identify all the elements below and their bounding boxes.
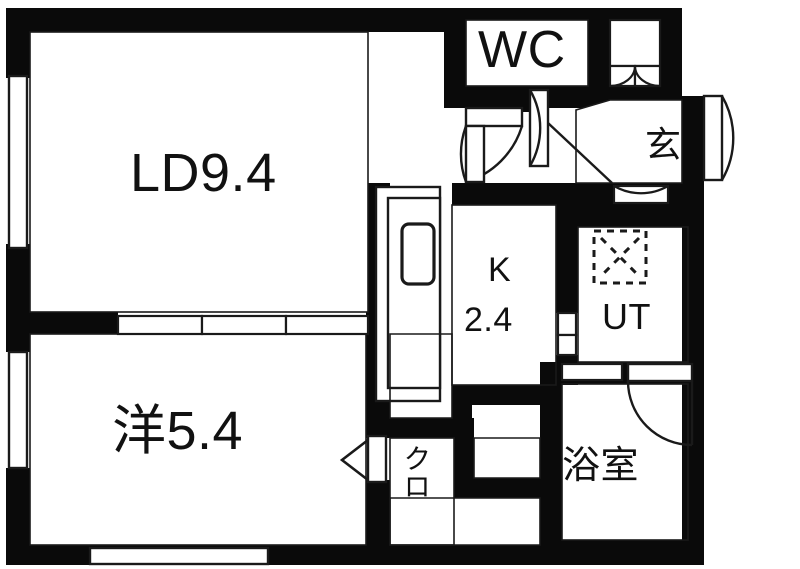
bathroom-door-arc [626,380,693,447]
washing-machine-x2 [599,236,641,278]
sliding-panel-2 [200,314,288,336]
kitchen-ut-opening-upper [556,311,578,337]
wall-wc-left [444,8,466,108]
wall-bottom-corridor [366,545,546,565]
entrance-door-arc [720,95,735,181]
entry-closet-door-right [633,64,662,88]
wall-bath-bottom [540,540,690,562]
wall-entry-closet-bottom [596,86,664,100]
kitchen-interior [451,204,557,386]
wall-wc-bottom [444,86,596,108]
corridor-outline [389,333,453,419]
kitchen-sink [400,222,436,286]
wall-ld-bed-left [6,312,118,334]
room-label-kitchen-area: 2.4 [464,301,513,339]
wall-right-top [660,8,682,100]
room-label-bathroom: 浴室 [562,445,640,487]
washing-machine-x1 [599,236,641,278]
corridor-outline-lower [473,437,541,479]
room-label-western-room: 洋5.4 [112,401,244,461]
fixture-layer [7,18,735,566]
wall-entry-closet-left [596,8,610,20]
room-label-kitchen: K [488,251,512,289]
entry-closet-box [608,18,662,68]
hall-door-leaf [464,106,524,128]
room-label-utility: UT [602,296,651,337]
genkan-outline [575,99,683,184]
wall-closet-top [366,418,474,438]
wall-entrance-left [576,183,616,205]
room-label-entrance: 玄 [645,124,682,165]
wc-interior [465,19,589,87]
wall-corridor-vert [452,385,472,429]
wc-door-arc [528,89,542,167]
entrance-door-leaf [702,94,724,182]
wall-k-ut-upper [556,183,578,313]
ut-interior [577,226,689,363]
sliding-panel-1 [116,314,204,336]
wall-bath-left [540,362,562,552]
bathroom-door-leaf [626,362,694,383]
room-label-closet: クロ [400,444,432,500]
ld-interior-outline [29,31,369,313]
wall-left-window-top-jamb [6,68,30,78]
room-label-toilet: WC [478,21,566,79]
wall-wc-right [588,8,610,108]
wall-kitchen-top [452,183,578,205]
hall-door-leaf-vert [464,124,486,184]
bathroom-interior [561,383,689,541]
room-label-living-dining: LD9.4 [130,143,277,203]
left-window-upper [7,74,29,250]
hall-door-arc [459,125,468,183]
closet-door-leaf [366,434,388,484]
corridor-outline-bottom [389,497,541,546]
wall-right-outer [682,96,704,565]
entry-closet-arc-right [633,65,661,88]
sliding-panel-3 [284,314,370,336]
wall-ut-top [578,205,688,227]
wall-corridor-right [452,385,558,405]
washing-machine-pan [592,229,648,285]
bottom-window [88,546,270,566]
ut-door-arc [613,185,669,195]
bedroom-interior-outline [29,333,367,546]
left-window-lower [7,350,29,470]
wall-left-lower2 [6,336,30,352]
closet-door-arrow [339,438,369,482]
kitchen-ut-opening-lower [556,333,578,357]
wall-closet-bottom-right [454,478,562,498]
ut-bottom-opening [560,362,624,382]
wall-left-upper [6,8,30,76]
ut-door-leaf [612,184,670,205]
